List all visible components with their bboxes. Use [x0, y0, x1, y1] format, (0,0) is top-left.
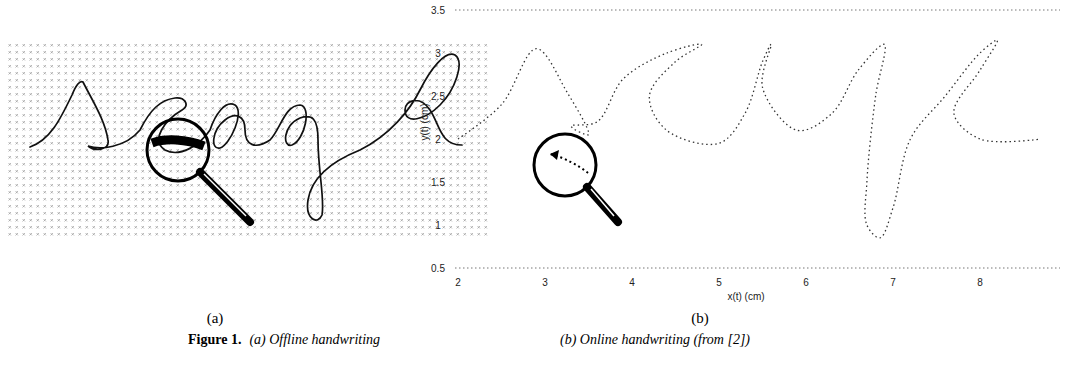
- figure-number: Figure 1.: [188, 332, 241, 347]
- axis-title: y(t) (cm): [419, 103, 430, 140]
- tick-label: 2: [455, 277, 461, 288]
- tick-label: 0.5: [431, 263, 445, 274]
- tick-label: 2: [435, 134, 441, 145]
- tick-label: 1.5: [431, 177, 445, 188]
- tick-label: 7: [890, 277, 896, 288]
- tick-label: 8: [977, 277, 983, 288]
- panel-label: (a): [207, 310, 224, 327]
- tick-label: 5: [716, 277, 722, 288]
- tick-label: 3.5: [431, 5, 445, 16]
- tick-label: 3: [542, 277, 548, 288]
- caption-text: (a) Offline handwriting: [249, 332, 380, 347]
- tick-label: 2.5: [431, 91, 445, 102]
- panel-label: (b): [691, 310, 709, 327]
- tick-label: 1: [435, 220, 441, 231]
- online-trajectory: [458, 40, 1041, 238]
- tick-label: 4: [629, 277, 635, 288]
- trajectory-path: [458, 40, 1041, 238]
- magnifier-icon: [534, 134, 618, 222]
- tick-label: 6: [803, 277, 809, 288]
- magnifier-icon: [147, 119, 250, 222]
- handwriting-stroke: [30, 54, 462, 220]
- caption-text: (b) Online handwriting (from [2]): [560, 332, 750, 347]
- axis-title: x(t) (cm): [727, 291, 764, 302]
- tick-label: 3: [435, 48, 441, 59]
- plot-frame: [455, 10, 1060, 268]
- pixel-grid: [6, 40, 490, 240]
